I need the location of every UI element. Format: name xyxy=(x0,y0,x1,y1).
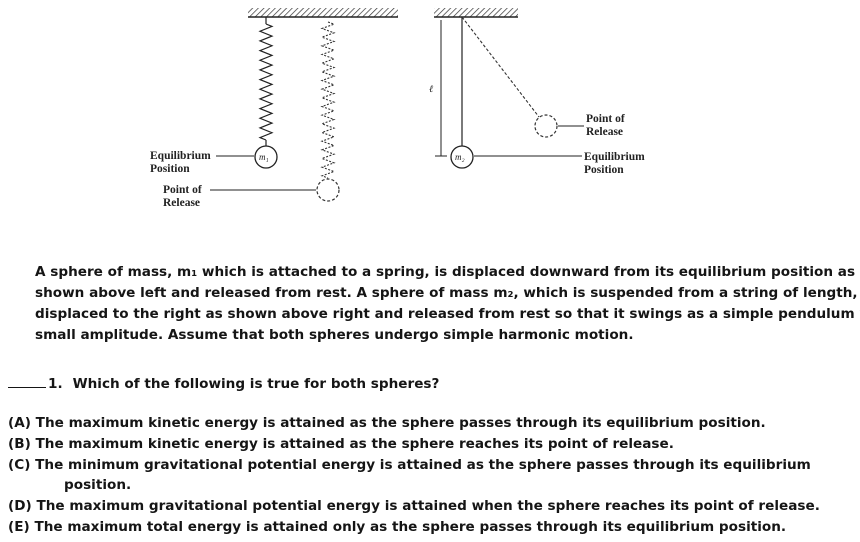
left-release-label: Point of Release xyxy=(163,184,316,209)
option-c-continuation: position. xyxy=(64,477,132,493)
option-c: (C) The minimum gravitational potential … xyxy=(8,457,811,473)
length-dimension: ℓ xyxy=(429,20,447,157)
pendulum-string-displaced xyxy=(461,16,540,118)
stem-line: A sphere of mass, m₁ which is attached t… xyxy=(35,264,856,280)
right-ceiling xyxy=(434,8,518,18)
option-e: (E) The maximum total energy is attained… xyxy=(8,519,787,535)
answer-options: (A) The maximum kinetic energy is attain… xyxy=(8,413,820,538)
option-d: (D) The maximum gravitational potential … xyxy=(8,498,820,514)
equilibrium-label-line1: Equilibrium xyxy=(584,151,645,163)
sphere-m2-released xyxy=(534,114,558,138)
physics-figure: m₁ Equilibrium Position Point of Release… xyxy=(150,8,645,209)
question-1: 1. Which of the following is true for bot… xyxy=(8,374,439,395)
option-b: (B) The maximum kinetic energy is attain… xyxy=(8,436,674,452)
question-number: 1. xyxy=(48,376,63,392)
spring-equilibrium xyxy=(258,17,274,146)
stem-line: shown above left and released from rest.… xyxy=(35,285,860,301)
equilibrium-label-line2: Position xyxy=(584,164,624,176)
option-a: (A) The maximum kinetic energy is attain… xyxy=(8,415,766,431)
release-label-line1: Point of xyxy=(163,184,202,196)
stem-line: displaced to the right as shown above ri… xyxy=(35,306,860,322)
length-label: ℓ xyxy=(429,84,433,95)
stem-line: small amplitude. Assume that both sphere… xyxy=(35,327,634,343)
answer-blank[interactable] xyxy=(8,374,46,388)
question-text: Which of the following is true for both … xyxy=(72,376,440,392)
release-label-line2: Release xyxy=(586,126,623,138)
mass-label-m1: m₁ xyxy=(259,152,269,162)
release-label-line1: Point of xyxy=(586,113,625,125)
left-ceiling xyxy=(248,8,398,18)
right-release-label: Point of Release xyxy=(558,113,625,138)
sphere-m2-equilibrium: m₂ xyxy=(450,145,474,169)
left-equilibrium-label: Equilibrium Position xyxy=(150,150,254,175)
release-label-line2: Release xyxy=(163,197,200,209)
spring-stretched xyxy=(320,21,336,179)
sphere-m1-released xyxy=(316,178,340,202)
problem-stem: A sphere of mass, m₁ which is attached t… xyxy=(35,262,860,346)
sphere-m1-equilibrium: m₁ xyxy=(254,145,278,169)
equilibrium-label-line2: Position xyxy=(150,163,190,175)
right-equilibrium-label: Equilibrium Position xyxy=(474,151,645,176)
equilibrium-label-line1: Equilibrium xyxy=(150,150,211,162)
mass-label-m2: m₂ xyxy=(455,152,465,162)
